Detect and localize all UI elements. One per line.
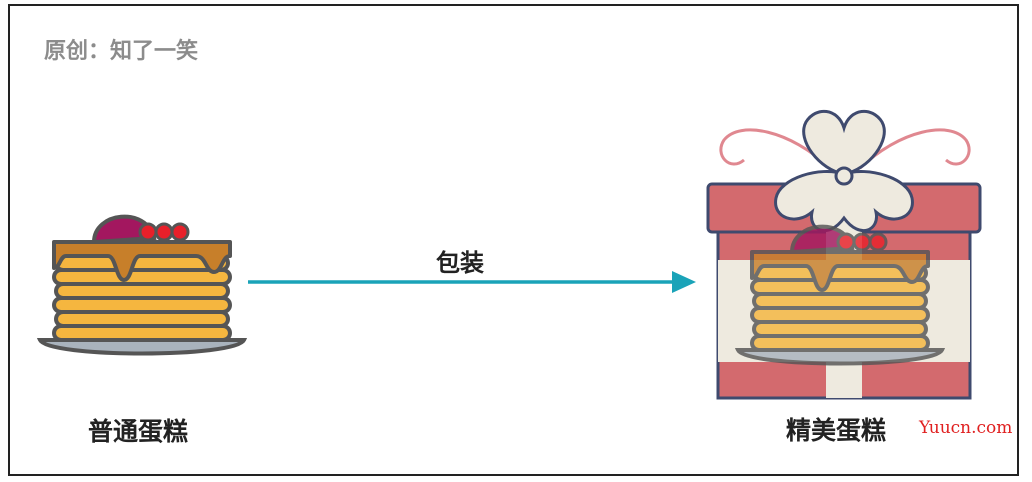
edge-label: 包装: [436, 249, 484, 277]
pancake-layer: [752, 320, 928, 338]
arrow-head-icon: [672, 271, 696, 293]
author-credit: 原创：知了一笑: [44, 39, 199, 64]
berry: [170, 222, 190, 242]
plain-cake-label: 普通蛋糕: [88, 417, 189, 446]
pancake-layer: [750, 306, 930, 324]
syrup: [750, 250, 930, 292]
pancake-layer: [54, 282, 230, 300]
syrup: [52, 240, 232, 282]
bow-icon: [774, 110, 914, 232]
fancy-cake-label: 精美蛋糕: [786, 416, 887, 445]
watermark: Yuucn.com: [919, 418, 1013, 438]
pancake-layer: [52, 324, 232, 342]
pancake-layer: [752, 292, 928, 310]
berry: [868, 232, 888, 252]
pancake-stack-icon: [36, 214, 248, 356]
bow-curl-left: [719, 128, 832, 170]
pancake-layer: [750, 278, 930, 296]
pancake-layer: [750, 334, 930, 352]
pancake-layer: [52, 268, 232, 286]
berry: [138, 222, 158, 242]
gift-box-pancake-icon: [706, 110, 982, 400]
pancake-layer: [52, 296, 232, 314]
wrap-arrow: [248, 271, 696, 293]
plate: [36, 338, 248, 356]
pancake-layer: [54, 310, 230, 328]
berry: [836, 232, 856, 252]
berry: [852, 232, 872, 252]
bow-curl-right: [858, 128, 971, 170]
berry: [154, 222, 174, 242]
plate: [734, 348, 946, 366]
